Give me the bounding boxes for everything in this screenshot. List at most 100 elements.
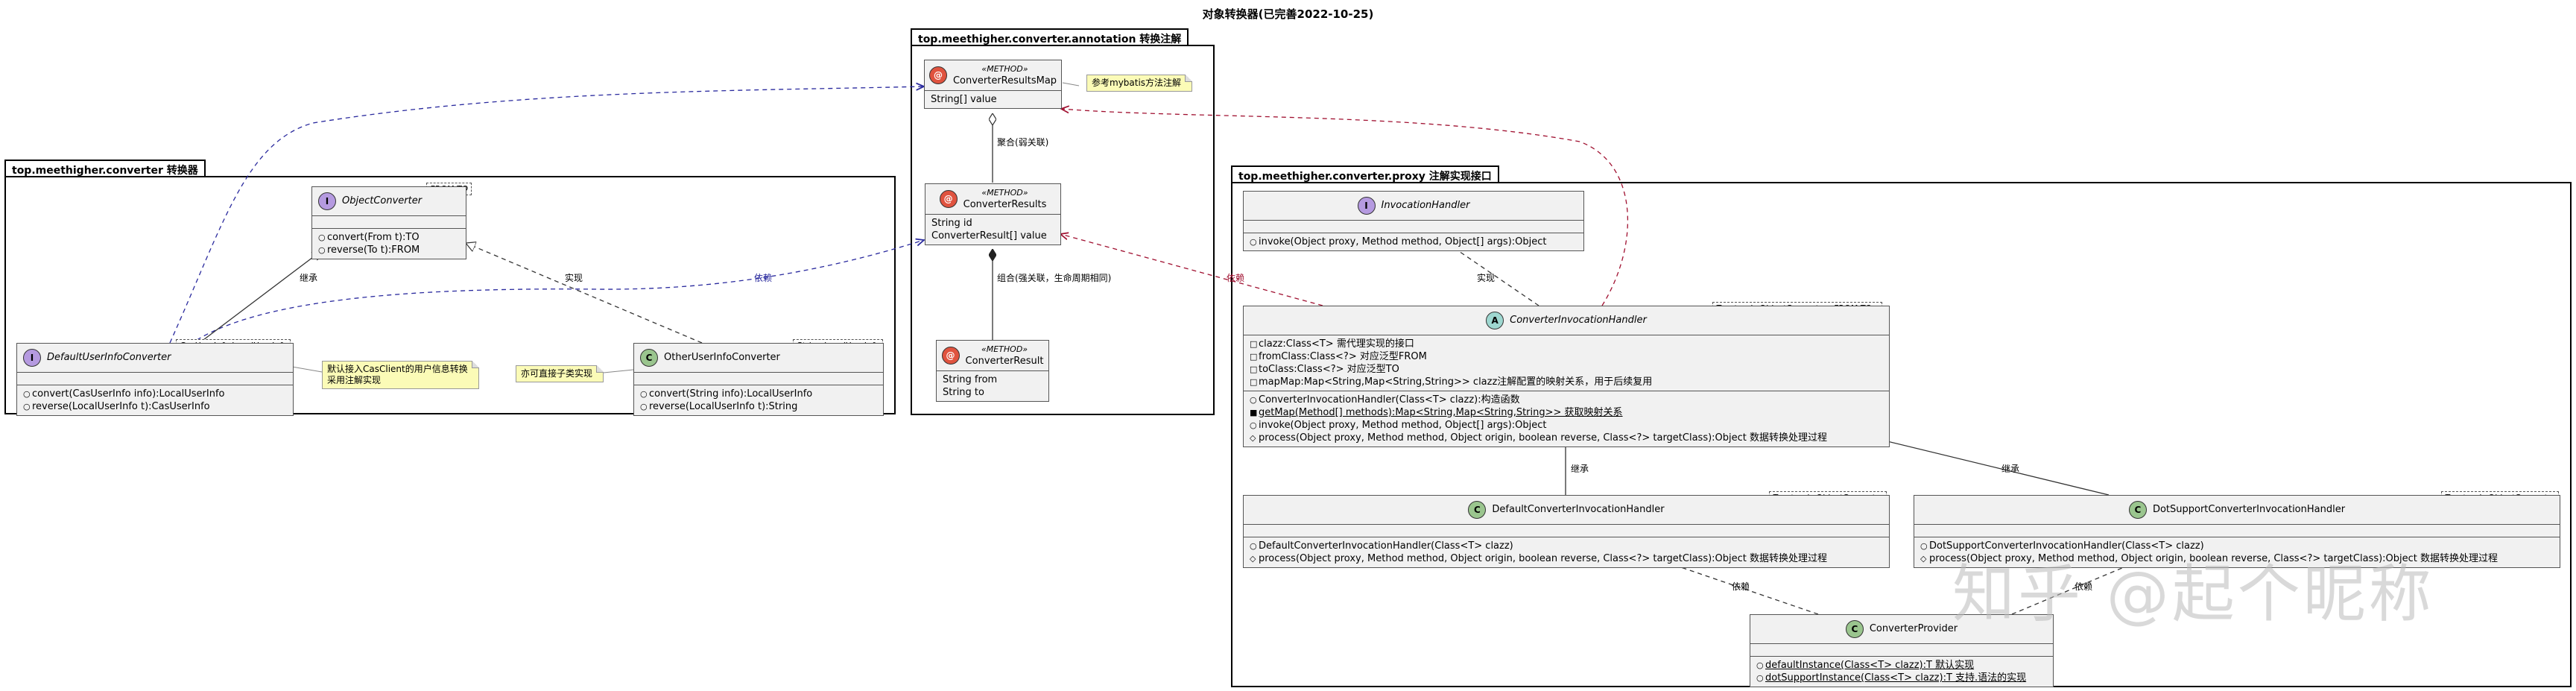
label-inherit-1: 继承 bbox=[300, 273, 318, 283]
watermark: 知乎 @起个昵称 bbox=[1952, 558, 2434, 631]
methods-section: ○ConverterInvocationHandler(Class<T> cla… bbox=[1244, 391, 1889, 447]
methods-section: ○invoke(Object proxy, Method method, Obj… bbox=[1244, 233, 1583, 250]
class-name: InvocationHandler bbox=[1381, 200, 1470, 211]
method: ○reverse(To t):FROM bbox=[318, 244, 420, 256]
fields-section: String from String to bbox=[937, 370, 1048, 401]
fields-section bbox=[312, 215, 466, 228]
class-icon: C bbox=[1845, 620, 1864, 638]
class-name: ObjectConverter bbox=[342, 195, 423, 206]
field: String id bbox=[931, 218, 972, 229]
field: String[] value bbox=[931, 94, 997, 105]
class-name: ConverterProvider bbox=[1869, 623, 1958, 634]
fields-section bbox=[1244, 524, 1889, 537]
methods-section: ○convert(CasUserInfo info):LocalUserInfo… bbox=[17, 385, 293, 415]
label-implement-2: 实现 bbox=[1477, 273, 1496, 283]
annotation-icon: @ bbox=[939, 190, 958, 208]
field: □clazz:Class<T> 需代理实现的接口 bbox=[1250, 338, 1414, 350]
interface-icon: I bbox=[318, 192, 336, 210]
methods-section: ○DefaultConverterInvocationHandler(Class… bbox=[1244, 537, 1889, 567]
stereotype: «METHOD» bbox=[981, 344, 1028, 354]
method: ○defaultInstance(Class<T> clazz):T 默认实现 bbox=[1756, 660, 1975, 671]
class-name: OtherUserInfoConverter bbox=[664, 352, 780, 363]
annotation-icon: @ bbox=[941, 347, 960, 365]
method: ○convert(From t):TO bbox=[318, 232, 420, 243]
class-name: ConverterResultsMap bbox=[952, 75, 1057, 86]
package-tab-proxy: top.meethigher.converter.proxy 注解实现接口 bbox=[1231, 165, 1499, 183]
methods-section: ○convert(String info):LocalUserInfo ○rev… bbox=[634, 385, 883, 415]
class-other-user-info-converter[interactable]: C OtherUserInfoConverter ○convert(String… bbox=[633, 343, 884, 416]
class-name: DefaultUserInfoConverter bbox=[47, 352, 171, 363]
method: ○invoke(Object proxy, Method method, Obj… bbox=[1250, 236, 1547, 247]
class-converter-invocation-handler[interactable]: A ConverterInvocationHandler □clazz:Clas… bbox=[1243, 306, 1890, 447]
method: ○DotSupportConverterInvocationHandler(Cl… bbox=[1920, 540, 2204, 552]
note-direct: 亦可直接子类实现 bbox=[516, 365, 604, 382]
field: ConverterResult[] value bbox=[931, 230, 1047, 242]
fields-section bbox=[634, 372, 883, 385]
label-aggregation: 聚合(弱关联) bbox=[997, 137, 1049, 148]
field: String to bbox=[943, 387, 984, 398]
note-line: 采用注解实现 bbox=[327, 375, 382, 385]
package-tab-annotation: top.meethigher.converter.annotation 转换注解 bbox=[911, 28, 1189, 46]
fields-section bbox=[1914, 524, 2560, 537]
interface-icon: I bbox=[1357, 197, 1376, 215]
diagram-title: 对象转换器(已完善2022-10-25) bbox=[1202, 7, 1374, 21]
class-name: ConverterInvocationHandler bbox=[1510, 315, 1647, 326]
interface-icon: I bbox=[23, 349, 41, 367]
package-proxy bbox=[1231, 182, 2572, 687]
class-converter-result[interactable]: @ «METHOD» ConverterResult String from S… bbox=[936, 340, 1049, 402]
method: ○convert(String info):LocalUserInfo bbox=[640, 388, 813, 400]
note-mybatis: 参考mybatis方法注解 bbox=[1086, 75, 1193, 92]
methods-section: ○defaultInstance(Class<T> clazz):T 默认实现 … bbox=[1750, 656, 2053, 687]
label-depend-2: 依赖 bbox=[1227, 273, 1245, 283]
field: □toClass:Class<?> 对应泛型TO bbox=[1250, 364, 1399, 375]
class-default-user-info-converter[interactable]: I DefaultUserInfoConverter ○convert(CasU… bbox=[16, 343, 294, 416]
abstract-class-icon: A bbox=[1486, 312, 1504, 329]
field: □fromClass:Class<?> 对应泛型FROM bbox=[1250, 351, 1427, 362]
methods-section: ○convert(From t):TO ○reverse(To t):FROM bbox=[312, 228, 466, 259]
package-tab-converter: top.meethigher.converter 转换器 bbox=[4, 160, 206, 177]
fields-section bbox=[17, 372, 293, 385]
method: ○invoke(Object proxy, Method method, Obj… bbox=[1250, 420, 1547, 431]
label-implement-1: 实现 bbox=[565, 273, 583, 283]
class-name: ConverterResult bbox=[965, 356, 1044, 367]
method: ○DefaultConverterInvocationHandler(Class… bbox=[1250, 540, 1513, 552]
method: ○reverse(LocalUserInfo t):CasUserInfo bbox=[23, 401, 210, 412]
note-line: 默认接入CasClient的用户信息转换 bbox=[327, 364, 468, 374]
fields-section: String id ConverterResult[] value bbox=[925, 214, 1060, 244]
method: ◇process(Object proxy, Method method, Ob… bbox=[1920, 553, 2499, 564]
method: ■getMap(Method[] methods):Map<String,Map… bbox=[1250, 407, 1623, 418]
method: ○ConverterInvocationHandler(Class<T> cla… bbox=[1250, 394, 1520, 406]
label-depend-4: 依赖 bbox=[2075, 581, 2093, 592]
class-converter-results-map[interactable]: @ «METHOD» ConverterResultsMap String[] … bbox=[924, 60, 1062, 109]
note-cas: 默认接入CasClient的用户信息转换 采用注解实现 bbox=[322, 361, 479, 389]
fields-section bbox=[1244, 220, 1583, 233]
class-icon: C bbox=[640, 349, 658, 367]
field: String from bbox=[943, 374, 998, 385]
label-inherit-2: 继承 bbox=[1571, 464, 1589, 474]
class-icon: C bbox=[2128, 501, 2147, 519]
class-name: ConverterResults bbox=[963, 199, 1047, 210]
method: ◇process(Object proxy, Method method, Ob… bbox=[1250, 553, 1828, 564]
class-converter-results[interactable]: @ «METHOD» ConverterResults String id Co… bbox=[925, 183, 1061, 245]
method: ○dotSupportInstance(Class<T> clazz):T 支持… bbox=[1756, 672, 2027, 684]
method: ○convert(CasUserInfo info):LocalUserInfo bbox=[23, 388, 225, 400]
class-default-converter-invocation-handler[interactable]: C DefaultConverterInvocationHandler ○Def… bbox=[1243, 495, 1890, 568]
stereotype: «METHOD» bbox=[981, 64, 1028, 74]
method: ○reverse(LocalUserInfo t):String bbox=[640, 401, 798, 412]
class-name: DotSupportConverterInvocationHandler bbox=[2152, 504, 2346, 515]
field: □mapMap:Map<String,Map<String,String>> c… bbox=[1250, 376, 1653, 388]
class-dot-support-converter-invocation-handler[interactable]: C DotSupportConverterInvocationHandler ○… bbox=[1914, 495, 2560, 568]
annotation-icon: @ bbox=[928, 66, 947, 84]
class-converter-provider[interactable]: C ConverterProvider ○defaultInstance(Cla… bbox=[1750, 614, 2054, 687]
fields-section: String[] value bbox=[925, 90, 1061, 108]
label-depend-3: 依赖 bbox=[1732, 581, 1750, 592]
label-composition: 组合(强关联，生命周期相同) bbox=[997, 273, 1112, 283]
fields-section bbox=[1750, 643, 2053, 656]
class-icon: C bbox=[1468, 501, 1487, 519]
class-object-converter[interactable]: I ObjectConverter ○convert(From t):TO ○r… bbox=[311, 186, 466, 259]
label-depend-1: 依赖 bbox=[754, 273, 773, 283]
methods-section: ○DotSupportConverterInvocationHandler(Cl… bbox=[1914, 537, 2560, 567]
class-name: DefaultConverterInvocationHandler bbox=[1492, 504, 1665, 515]
stereotype: «METHOD» bbox=[981, 188, 1028, 198]
class-invocation-handler[interactable]: I InvocationHandler ○invoke(Object proxy… bbox=[1243, 191, 1584, 251]
